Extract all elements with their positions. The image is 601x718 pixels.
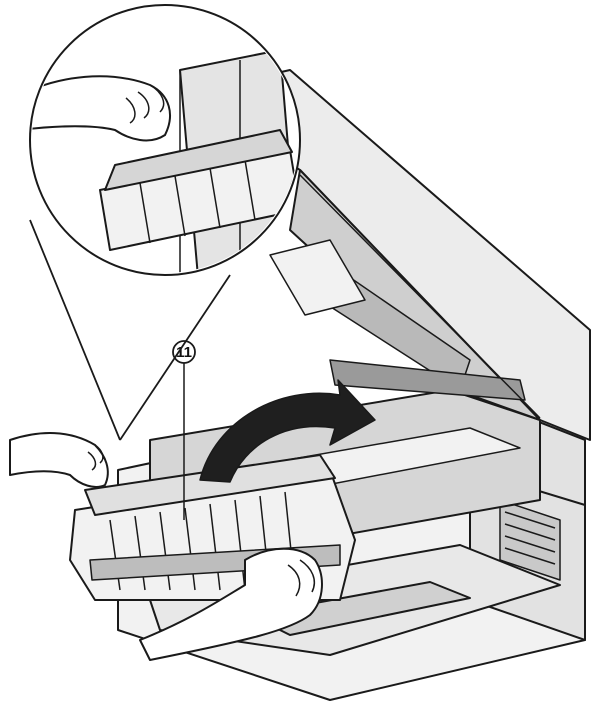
scanner-lid xyxy=(179,69,591,441)
side-vent-grille xyxy=(499,499,561,581)
right-hand xyxy=(139,547,323,661)
inset-hand-fingers xyxy=(125,84,165,124)
left-hand-fingers xyxy=(87,444,104,471)
hands xyxy=(9,432,323,661)
drum-unit-top xyxy=(84,454,336,516)
rotation-arrow xyxy=(199,379,376,483)
lid-handle xyxy=(269,239,366,316)
left-hand xyxy=(9,432,109,488)
callout-11: 11 xyxy=(172,340,196,520)
lid-roller-assembly xyxy=(329,359,526,401)
zoom-cone-right xyxy=(119,274,231,441)
lid-hinge-line xyxy=(299,174,541,419)
magnified-detail-icon xyxy=(29,4,301,441)
inset-hand xyxy=(32,75,171,142)
callout-number: 11 xyxy=(176,344,192,361)
zoom-cone-left xyxy=(29,219,121,441)
curved-arrow-icon xyxy=(199,379,376,483)
inset-drum-top xyxy=(104,129,293,191)
right-hand-fingers xyxy=(287,559,316,597)
inset-drum-ribs xyxy=(139,159,256,244)
